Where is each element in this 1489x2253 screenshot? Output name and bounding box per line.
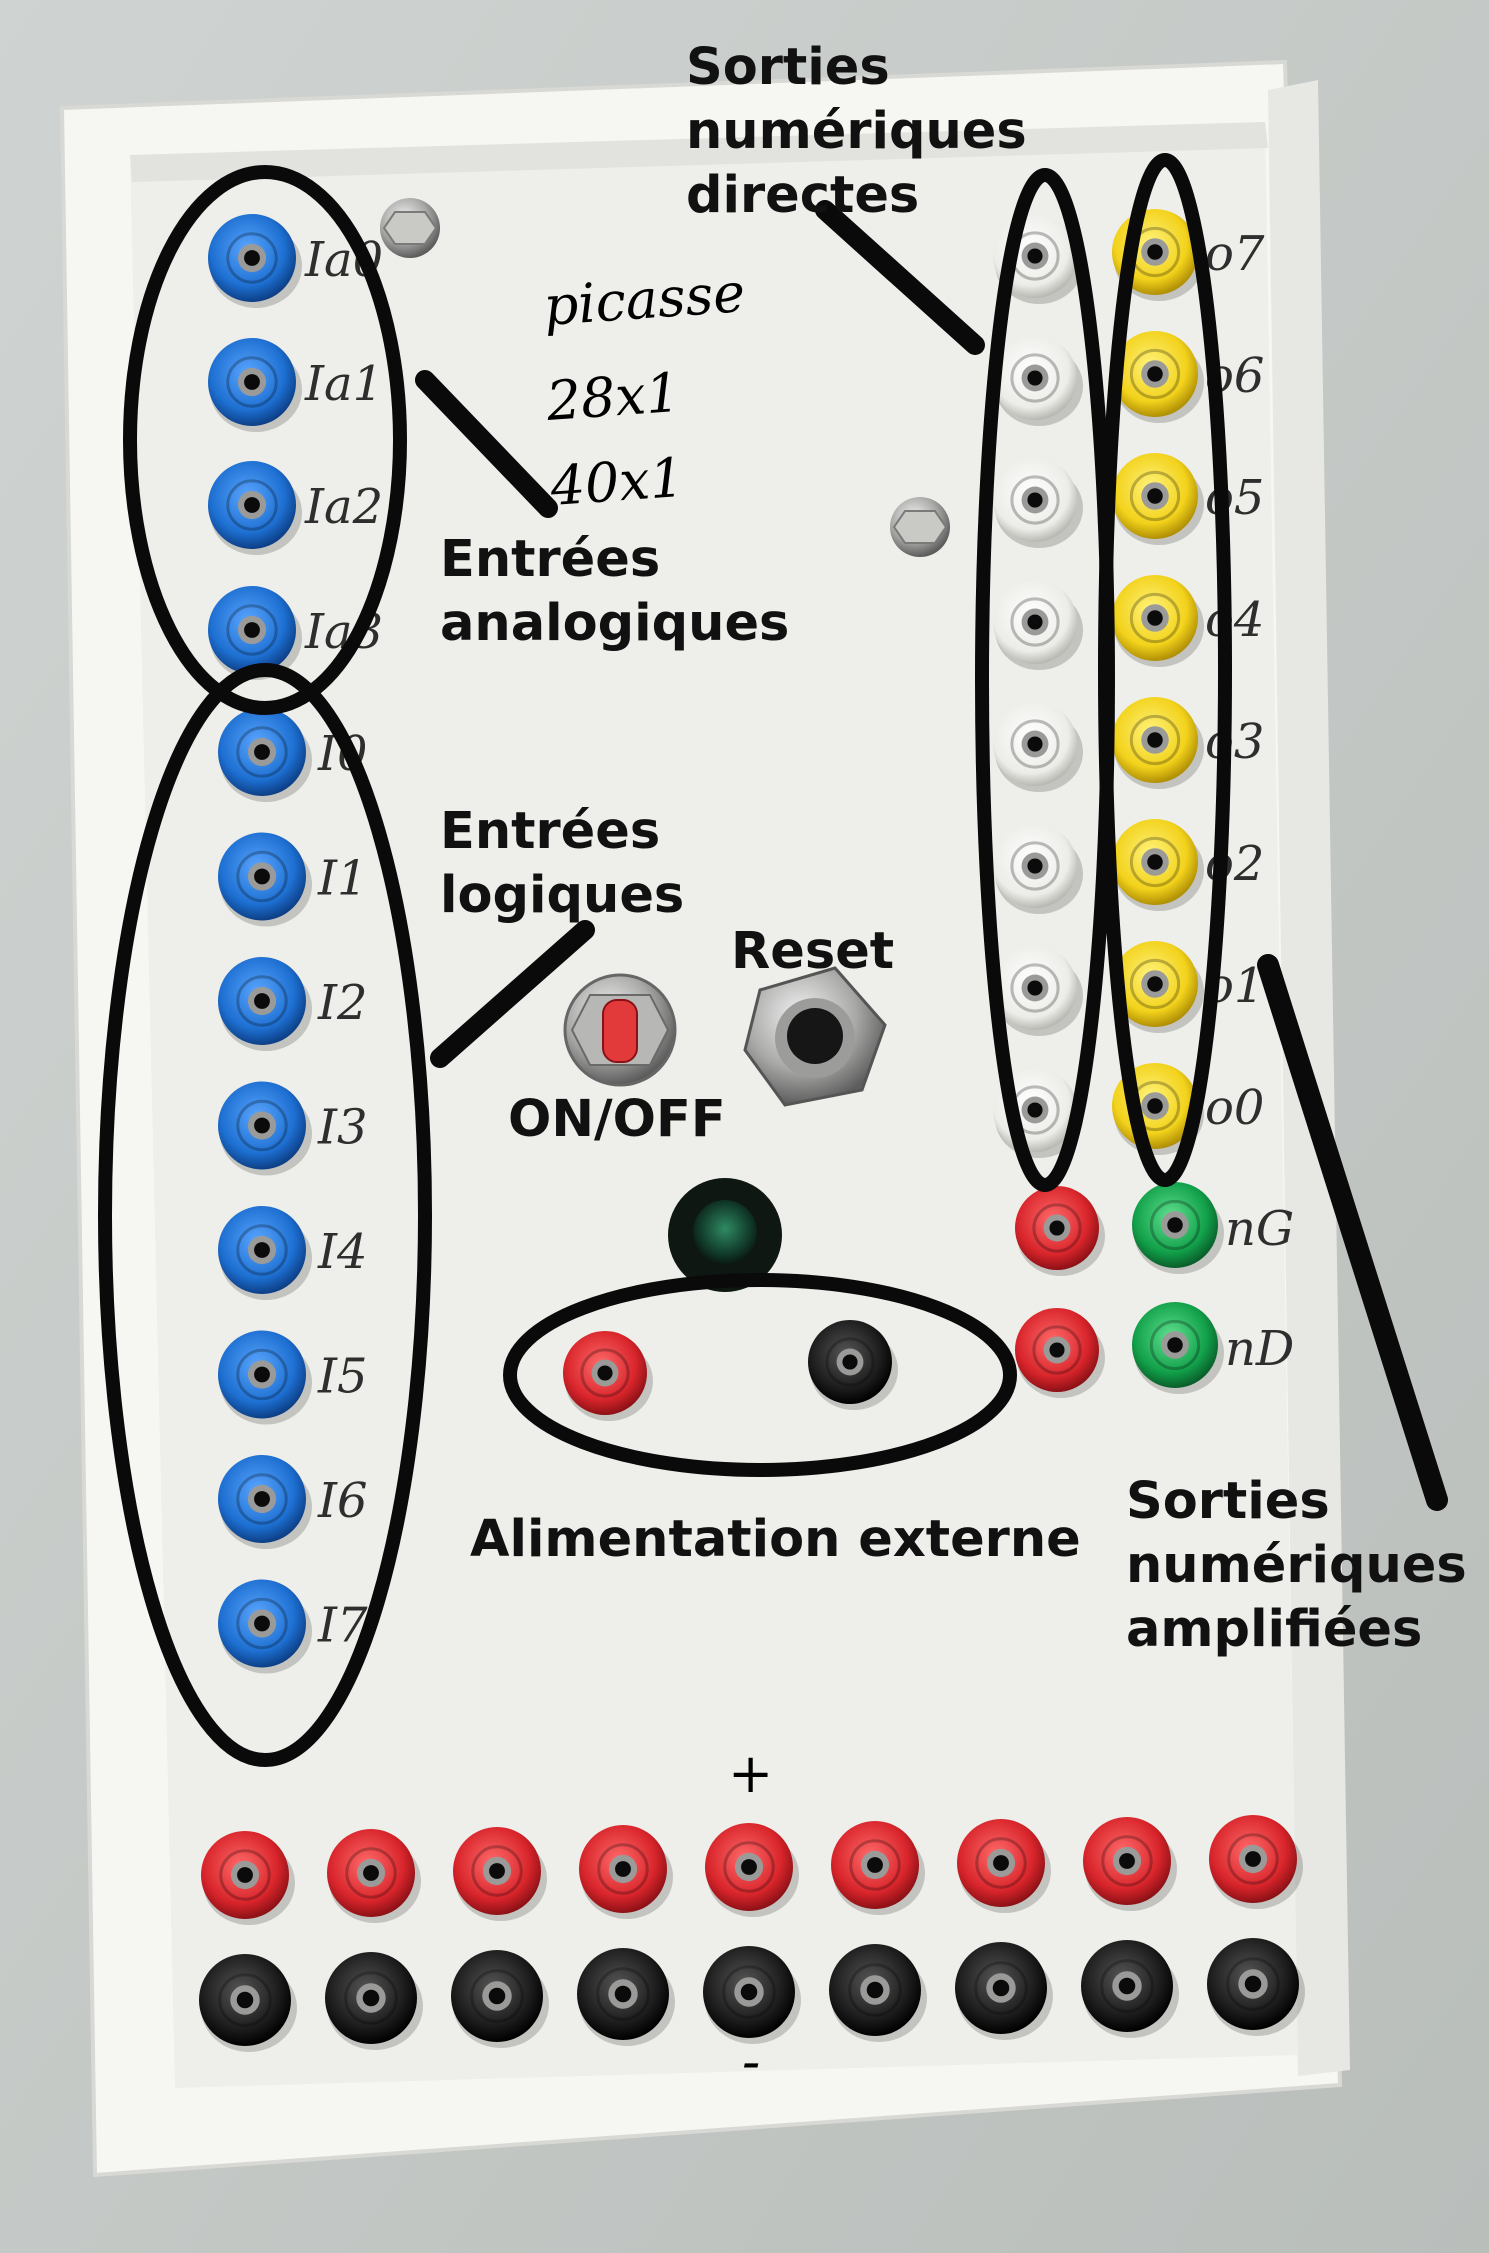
direct-output-yellow-jack[interactable] bbox=[1112, 697, 1204, 789]
logic-input-jack[interactable] bbox=[218, 1081, 312, 1176]
analog-input-jack[interactable] bbox=[208, 338, 302, 432]
logic-input-label: I4 bbox=[317, 1224, 368, 1280]
logic-input-jack[interactable] bbox=[218, 1206, 312, 1300]
bus-positive-jack[interactable] bbox=[1083, 1817, 1177, 1911]
logic-input-jack[interactable] bbox=[218, 1579, 312, 1674]
panel-top-lip bbox=[130, 122, 1268, 182]
label-reset: Reset bbox=[731, 922, 895, 981]
direct-output-white-jack[interactable] bbox=[993, 824, 1083, 914]
handwritten-note-line2: 28x1 bbox=[544, 361, 683, 433]
amplified-output-label: nD bbox=[1225, 1321, 1294, 1377]
analog-input-label: Ia1 bbox=[304, 356, 383, 412]
direct-output-label: o3 bbox=[1205, 714, 1264, 770]
logic-input-label: I5 bbox=[317, 1349, 368, 1405]
oval-analog-inputs bbox=[123, 165, 407, 715]
label-alimentation-externe: Alimentation externe bbox=[470, 1510, 1081, 1569]
direct-output-yellow-jack[interactable] bbox=[1112, 941, 1204, 1033]
bus-negative-jack[interactable] bbox=[1207, 1938, 1305, 2036]
bus-negative-jack[interactable] bbox=[577, 1948, 675, 2046]
direct-output-white-jack[interactable] bbox=[993, 580, 1083, 670]
direct-output-label: o7 bbox=[1205, 226, 1265, 282]
bus-negative-jack[interactable] bbox=[703, 1946, 801, 2044]
direct-output-yellow-jack[interactable] bbox=[1112, 575, 1204, 667]
pointer-logic bbox=[430, 920, 595, 1068]
bus-negative-jack[interactable] bbox=[199, 1954, 297, 2052]
direct-output-white-jack[interactable] bbox=[993, 946, 1083, 1036]
handwritten-minus-sign: - bbox=[742, 2030, 760, 2093]
bus-positive-jack[interactable] bbox=[579, 1825, 673, 1919]
power-input-red-jack[interactable] bbox=[563, 1331, 653, 1421]
logic-input-label: I3 bbox=[317, 1100, 368, 1156]
on-off-toggle-switch[interactable] bbox=[563, 973, 677, 1087]
bus-positive-jack[interactable] bbox=[705, 1823, 799, 1917]
direct-output-label: o4 bbox=[1205, 592, 1264, 648]
marker-annotations bbox=[98, 153, 1448, 1767]
oval-logic-inputs bbox=[98, 663, 432, 1767]
bus-negative-jack[interactable] bbox=[955, 1942, 1053, 2040]
power-led-indicator bbox=[668, 1178, 782, 1292]
bus-positive-jack[interactable] bbox=[201, 1831, 295, 1925]
logic-input-label: I2 bbox=[317, 975, 368, 1031]
direct-output-yellow-jack[interactable] bbox=[1112, 331, 1204, 423]
label-sorties-numeriques-amplifiees: Sorties numériques amplifiées bbox=[1126, 1472, 1467, 1659]
amplified-output-green-jack[interactable] bbox=[1132, 1182, 1224, 1274]
oval-external-power bbox=[503, 1273, 1017, 1477]
bus-negative-jack[interactable] bbox=[325, 1952, 423, 2050]
bus-negative-jack[interactable] bbox=[1081, 1940, 1179, 2038]
bus-negative-jack[interactable] bbox=[829, 1944, 927, 2042]
pointer-amplifiees bbox=[1257, 954, 1448, 1511]
amplified-output-green-jack[interactable] bbox=[1132, 1302, 1224, 1394]
bus-negative-jack[interactable] bbox=[451, 1950, 549, 2048]
amplified-output-label: nG bbox=[1225, 1201, 1294, 1257]
screw-top-icon bbox=[380, 198, 440, 258]
logic-input-jack[interactable] bbox=[218, 957, 312, 1051]
logic-input-label: I6 bbox=[317, 1473, 368, 1529]
label-sorties-numeriques-directes: Sorties numériques directes bbox=[686, 38, 1027, 225]
bus-positive-jack[interactable] bbox=[327, 1829, 421, 1923]
label-entrees-analogiques: Entrées analogiques bbox=[440, 530, 790, 653]
logic-input-jack[interactable] bbox=[218, 1455, 312, 1549]
analog-input-label: Ia2 bbox=[304, 479, 383, 535]
analog-input-jack[interactable] bbox=[208, 214, 302, 308]
amplified-output-red-jack[interactable] bbox=[1015, 1186, 1105, 1276]
bus-positive-jack[interactable] bbox=[957, 1819, 1051, 1913]
amplified-output-red-jack[interactable] bbox=[1015, 1308, 1105, 1398]
label-on-off: ON/OFF bbox=[508, 1090, 726, 1149]
direct-output-yellow-jack[interactable] bbox=[1112, 453, 1204, 545]
bus-positive-jack[interactable] bbox=[1209, 1815, 1303, 1909]
direct-output-label: o0 bbox=[1205, 1080, 1264, 1136]
screw-middle-icon bbox=[890, 497, 950, 557]
handwritten-note-line3: 40x1 bbox=[548, 446, 687, 518]
power-input-black-jack[interactable] bbox=[808, 1320, 898, 1410]
bus-positive-jack[interactable] bbox=[453, 1827, 547, 1921]
reset-push-button[interactable] bbox=[743, 966, 887, 1107]
logic-input-label: I1 bbox=[317, 851, 368, 907]
analog-input-jack[interactable] bbox=[208, 586, 302, 680]
label-entrees-logiques: Entrées logiques bbox=[440, 802, 685, 925]
jacks-layer bbox=[199, 209, 1305, 2052]
pointer-directes bbox=[815, 200, 985, 355]
logic-input-jack[interactable] bbox=[218, 832, 312, 927]
direct-output-white-jack[interactable] bbox=[993, 458, 1083, 548]
direct-output-yellow-jack[interactable] bbox=[1112, 819, 1204, 911]
analog-input-jack[interactable] bbox=[208, 461, 302, 555]
oval-direct-outputs-yellow bbox=[1098, 153, 1232, 1187]
direct-output-white-jack[interactable] bbox=[993, 702, 1083, 792]
logic-input-jack[interactable] bbox=[218, 1330, 312, 1425]
handwritten-note-line1: picasse bbox=[542, 261, 748, 338]
logic-input-jack[interactable] bbox=[218, 708, 312, 802]
handwritten-plus-sign: + bbox=[728, 1742, 773, 1805]
direct-output-white-jack[interactable] bbox=[993, 336, 1083, 426]
bus-positive-jack[interactable] bbox=[831, 1821, 925, 1915]
pointer-analog bbox=[415, 370, 558, 518]
